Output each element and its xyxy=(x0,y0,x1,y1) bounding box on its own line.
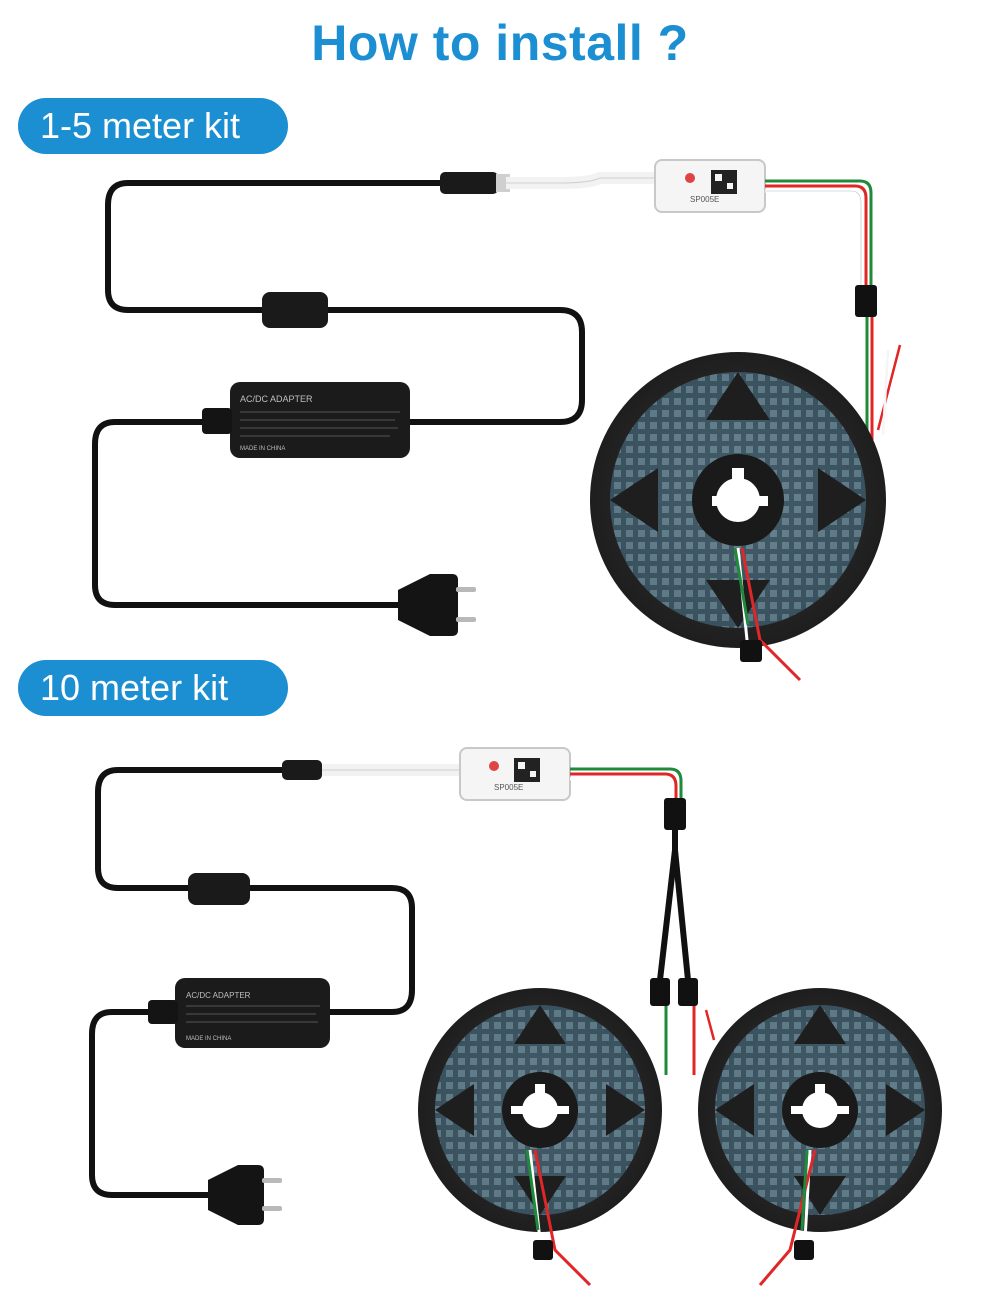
svg-text:MADE IN CHINA: MADE IN CHINA xyxy=(240,446,285,452)
svg-text:AC/DC ADAPTER: AC/DC ADAPTER xyxy=(240,394,313,404)
power-adapter-icon: AC/DC ADAPTER MADE IN CHINA xyxy=(148,978,330,1048)
ferrite-core-icon xyxy=(262,292,328,328)
jst-connector-icon xyxy=(855,285,877,317)
ferrite-core-icon xyxy=(188,873,250,905)
jst-connector-icon xyxy=(664,798,686,830)
eu-plug-icon xyxy=(208,1165,282,1225)
svg-text:SP005E: SP005E xyxy=(690,195,719,204)
kit-1-diagram: SP005E AC/DC ADAPTER MADE IN CHINA xyxy=(95,160,900,680)
kit-2-diagram: SP005E AC/DC ADAPTER MADE IN CHINA xyxy=(92,748,942,1285)
svg-text:MADE IN CHINA: MADE IN CHINA xyxy=(186,1036,231,1042)
power-adapter-icon: AC/DC ADAPTER MADE IN CHINA xyxy=(202,382,410,458)
jst-connector-icon xyxy=(533,1240,553,1260)
wifi-controller-icon: SP005E xyxy=(460,748,570,800)
dc-plug xyxy=(440,172,498,194)
y-splitter-icon xyxy=(650,830,698,1006)
svg-text:AC/DC ADAPTER: AC/DC ADAPTER xyxy=(186,991,251,1000)
jst-connector-icon xyxy=(740,640,762,662)
eu-plug-icon xyxy=(398,574,476,636)
led-strip-reel-icon xyxy=(418,988,662,1232)
led-strip-reel-icon xyxy=(590,352,886,648)
wifi-controller-icon: SP005E xyxy=(655,160,765,212)
svg-text:SP005E: SP005E xyxy=(494,783,523,792)
led-strip-reel-icon xyxy=(698,988,942,1232)
dc-plug xyxy=(282,760,322,780)
jst-connector-icon xyxy=(794,1240,814,1260)
dc-cable xyxy=(98,770,412,1012)
